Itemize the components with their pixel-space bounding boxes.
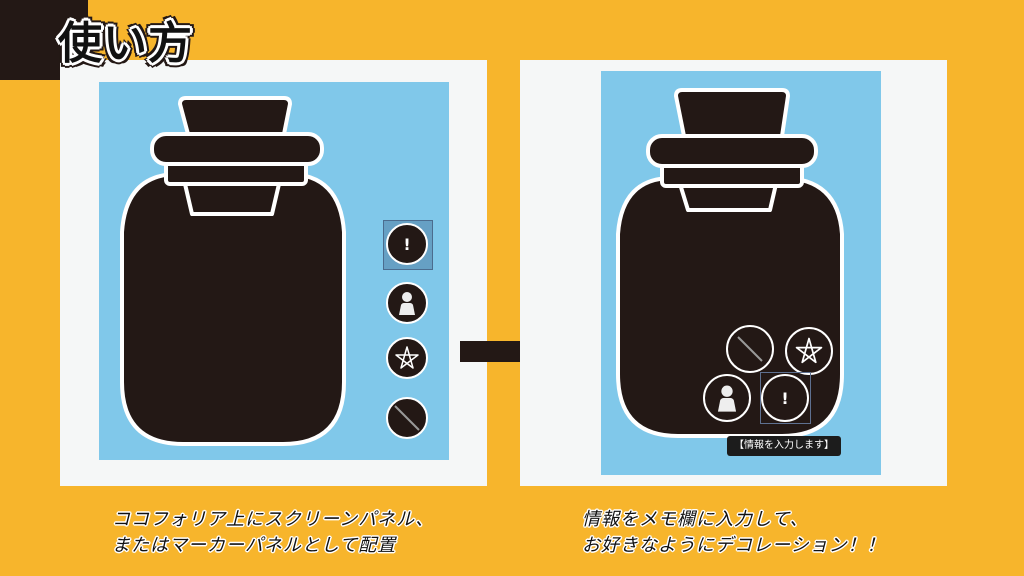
caption-right-line2: お好きなようにデコレーション！！ bbox=[582, 535, 886, 556]
marker-slash[interactable] bbox=[386, 397, 428, 439]
exclamation-icon: ! bbox=[403, 234, 411, 254]
exclamation-icon: ! bbox=[781, 388, 789, 408]
selection-outline bbox=[760, 372, 811, 424]
page-title: 使い方 bbox=[58, 18, 193, 69]
marker-person[interactable] bbox=[386, 282, 428, 324]
jar-icon-left bbox=[120, 96, 346, 446]
marker-pentagram[interactable] bbox=[386, 337, 428, 379]
pentagram-icon bbox=[395, 346, 419, 369]
caption-left-line2: またはマーカーパネルとして配置 bbox=[112, 535, 397, 556]
marker-exclamation[interactable]: ! bbox=[386, 223, 428, 265]
caption-right-line1: 情報をメモ欄に入力して、 bbox=[582, 509, 809, 530]
marker-slash[interactable] bbox=[726, 325, 774, 373]
caption-left: ココフォリア上にスクリーンパネル、 またはマーカーパネルとして配置 bbox=[112, 507, 434, 559]
arrow-icon-shaft bbox=[460, 341, 532, 362]
person-icon bbox=[399, 292, 415, 315]
marker-pentagram[interactable] bbox=[785, 327, 833, 375]
slash-icon bbox=[394, 405, 420, 431]
info-tooltip: 【情報を入力します】 bbox=[727, 436, 841, 456]
marker-exclamation[interactable]: ! bbox=[761, 374, 809, 422]
person-icon bbox=[717, 385, 737, 412]
pentagram-icon bbox=[795, 337, 823, 364]
slash-icon bbox=[737, 336, 763, 362]
caption-right: 情報をメモ欄に入力して、 お好きなようにデコレーション！！ bbox=[582, 507, 886, 559]
caption-left-line1: ココフォリア上にスクリーンパネル、 bbox=[112, 509, 435, 530]
jar-icon-right bbox=[616, 88, 844, 438]
marker-person[interactable] bbox=[703, 374, 751, 422]
